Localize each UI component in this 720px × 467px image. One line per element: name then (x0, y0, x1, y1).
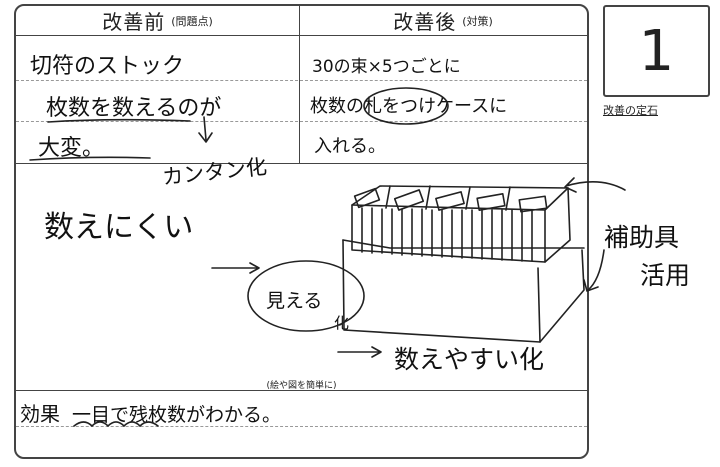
case-outline (537, 267, 541, 343)
effect-label: 効果 (20, 402, 60, 426)
effect-divider (16, 390, 587, 391)
after-subtitle: (対策) (462, 14, 493, 28)
underline-stroke (47, 118, 191, 123)
arrow-icon (583, 249, 605, 292)
circle-highlight (363, 87, 449, 125)
easy-to-count-annotation: 数えやすい化 (394, 345, 545, 374)
number-box: 1 (603, 5, 710, 97)
circle-highlight (247, 260, 365, 332)
before-line-1: 切符のストック (30, 54, 185, 79)
case-outline (342, 239, 585, 343)
section-divider (16, 163, 587, 164)
after-line-2: 枚数の札をつけケースに (310, 96, 508, 117)
underline-stroke (73, 421, 159, 427)
after-header: 改善後 (対策) (299, 6, 587, 36)
after-line-1: 30の束×5つごとに (312, 57, 461, 77)
improvement-form: 改善前 (問題点) 改善後 (対策) 切符のストック 枚数を数えるのが 大変。 … (14, 4, 589, 459)
hard-to-count-annotation: 数えにくい (44, 210, 194, 245)
before-header: 改善前 (問題点) (16, 6, 299, 36)
before-subtitle: (問題点) (171, 14, 213, 28)
bundle-tag (393, 189, 425, 211)
column-divider (299, 6, 300, 164)
after-title: 改善後 (393, 10, 457, 34)
bundle-tag (353, 187, 381, 209)
bundle-dividers (385, 185, 511, 211)
down-arrow-icon (198, 116, 213, 143)
before-line-2: 枚数を数えるのが (46, 96, 222, 121)
bundle-tag (476, 193, 506, 211)
row-line (16, 80, 587, 81)
after-line-3: 入れる。 (314, 136, 386, 157)
bundle-tag (518, 195, 548, 213)
sketch-caption: (絵や図を簡単に) (266, 381, 337, 391)
number-value: 1 (638, 18, 675, 84)
arrow-icon (564, 177, 626, 193)
bundle-tag (435, 191, 465, 211)
visible-annotation: 見える (266, 290, 323, 312)
tools-annotation-2: 活用 (640, 261, 691, 290)
effect-line (16, 426, 587, 427)
underline-stroke (29, 156, 151, 161)
stack-outline (351, 187, 569, 263)
arrow-icon (211, 262, 260, 274)
arrow-icon (337, 346, 382, 358)
tools-annotation-1: 補助具 (604, 223, 680, 252)
number-box-label: 改善の定石 (603, 104, 658, 117)
case-outline (342, 239, 585, 249)
ticket-lines (361, 207, 533, 262)
before-title: 改善前 (102, 10, 166, 34)
effect-text: 一目で残枚数がわかる。 (72, 404, 282, 426)
row-line (16, 121, 587, 122)
